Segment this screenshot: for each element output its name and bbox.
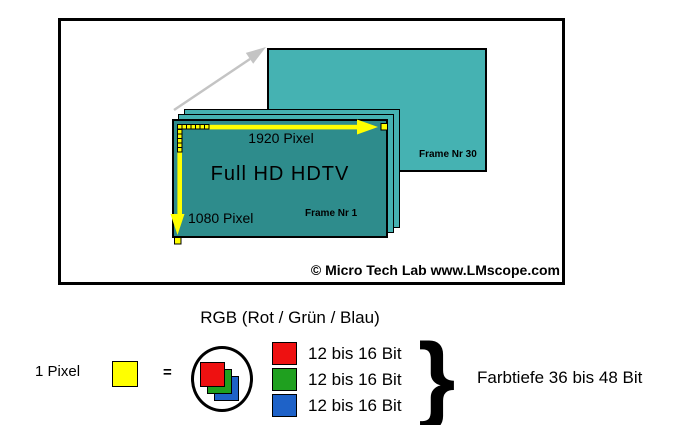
red-subpixel-swatch [200,362,225,387]
green-channel-swatch [272,368,297,391]
width-label: 1920 Pixel [248,130,314,146]
copyright-text: © Micro Tech Lab www.LMscope.com [310,262,560,278]
rgb-circle-diagram [191,346,261,418]
blue-channel-swatch [272,394,297,417]
pixel-swatch [112,361,138,387]
frame-30-label: Frame Nr 30 [419,149,477,160]
equals-sign: = [163,364,172,381]
blue-channel-bits: 12 bis 16 Bit [308,396,402,415]
circle-outline-icon [191,346,253,412]
frame-1: 1920 Pixel Full HD HDTV 1080 Pixel Frame… [172,119,388,238]
red-channel-bits: 12 bis 16 Bit [308,344,402,363]
green-channel-bits: 12 bis 16 Bit [308,370,402,389]
rgb-title: RGB (Rot / Grün / Blau) [200,308,380,327]
frame-title: Full HD HDTV [210,163,350,185]
pixel-label: 1 Pixel [35,363,81,380]
color-depth-label: Farbtiefe 36 bis 48 Bit [477,368,643,387]
curly-brace: } [418,324,456,425]
red-channel-swatch [272,342,297,365]
height-label: 1080 Pixel [188,210,254,226]
frame-1-label: Frame Nr 1 [305,208,358,219]
